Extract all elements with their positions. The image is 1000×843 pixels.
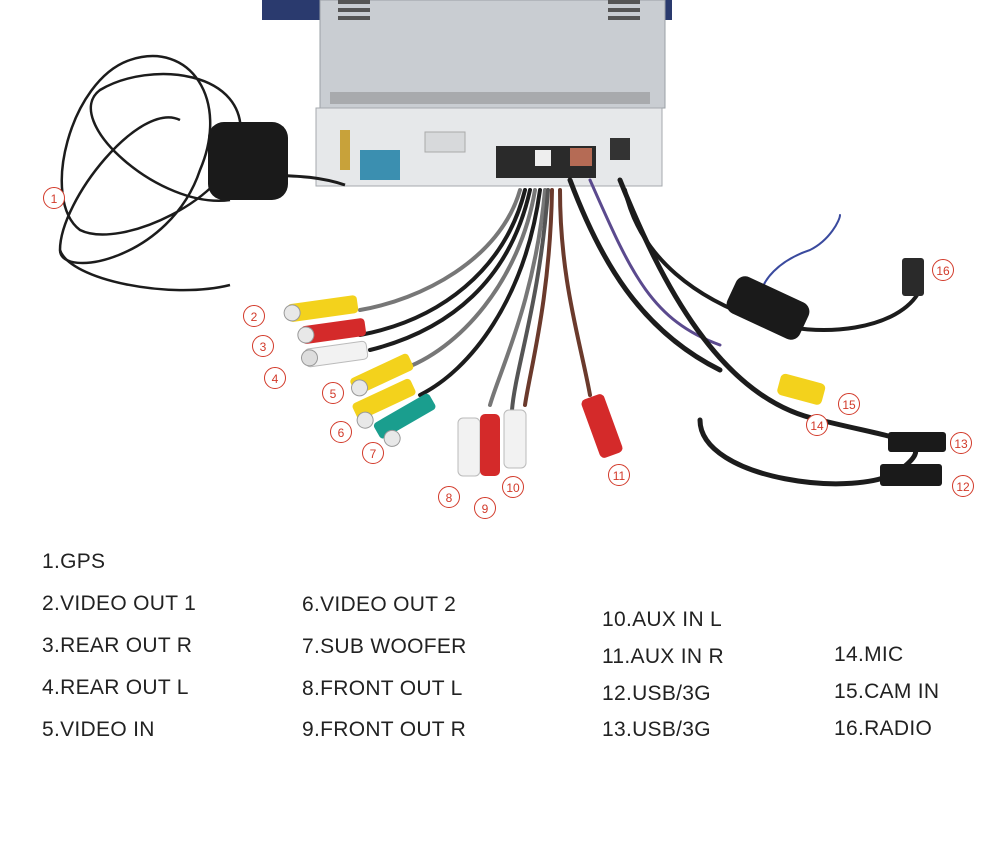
gps-antenna <box>58 54 346 292</box>
callout-16: 16 <box>932 259 954 281</box>
callout-12: 12 <box>952 475 974 497</box>
legend-item-15: 15.CAM IN <box>834 680 940 703</box>
legend-item-8: 8.FRONT OUT L <box>302 677 463 700</box>
callout-7: 7 <box>362 442 384 464</box>
cables <box>358 177 922 487</box>
legend-item-9: 9.FRONT OUT R <box>302 718 467 741</box>
legend-item-13: 13.USB/3G <box>602 718 711 741</box>
legend-item-4: 4.REAR OUT L <box>42 676 189 699</box>
rca-connectors <box>283 295 946 486</box>
callout-6: 6 <box>330 421 352 443</box>
callout-11: 11 <box>608 464 630 486</box>
legend-item-1: 1.GPS <box>42 550 106 573</box>
legend-item-5: 5.VIDEO IN <box>42 718 155 741</box>
callout-9: 9 <box>474 497 496 519</box>
callout-15: 15 <box>838 393 860 415</box>
legend-item-10: 10.AUX IN L <box>602 608 723 631</box>
legend-item-14: 14.MIC <box>834 643 904 666</box>
radio-filter-box <box>726 276 810 340</box>
callout-4: 4 <box>264 367 286 389</box>
legend-item-2: 2.VIDEO OUT 1 <box>42 592 197 615</box>
callout-1: 1 <box>43 187 65 209</box>
callout-5: 5 <box>322 382 344 404</box>
callout-3: 3 <box>252 335 274 357</box>
legend-item-16: 16.RADIO <box>834 717 933 740</box>
callout-14: 14 <box>806 414 828 436</box>
radio-plug <box>902 258 924 296</box>
legend-item-3: 3.REAR OUT R <box>42 634 193 657</box>
callout-2: 2 <box>243 305 265 327</box>
legend-item-7: 7.SUB WOOFER <box>302 635 467 658</box>
wiring-diagram <box>58 0 946 487</box>
callout-8: 8 <box>438 486 460 508</box>
legend-item-12: 12.USB/3G <box>602 682 711 705</box>
legend-item-6: 6.VIDEO OUT 2 <box>302 593 457 616</box>
head-unit <box>262 0 672 187</box>
callout-13: 13 <box>950 432 972 454</box>
callout-10: 10 <box>502 476 524 498</box>
legend-item-11: 11.AUX IN R <box>602 645 724 668</box>
